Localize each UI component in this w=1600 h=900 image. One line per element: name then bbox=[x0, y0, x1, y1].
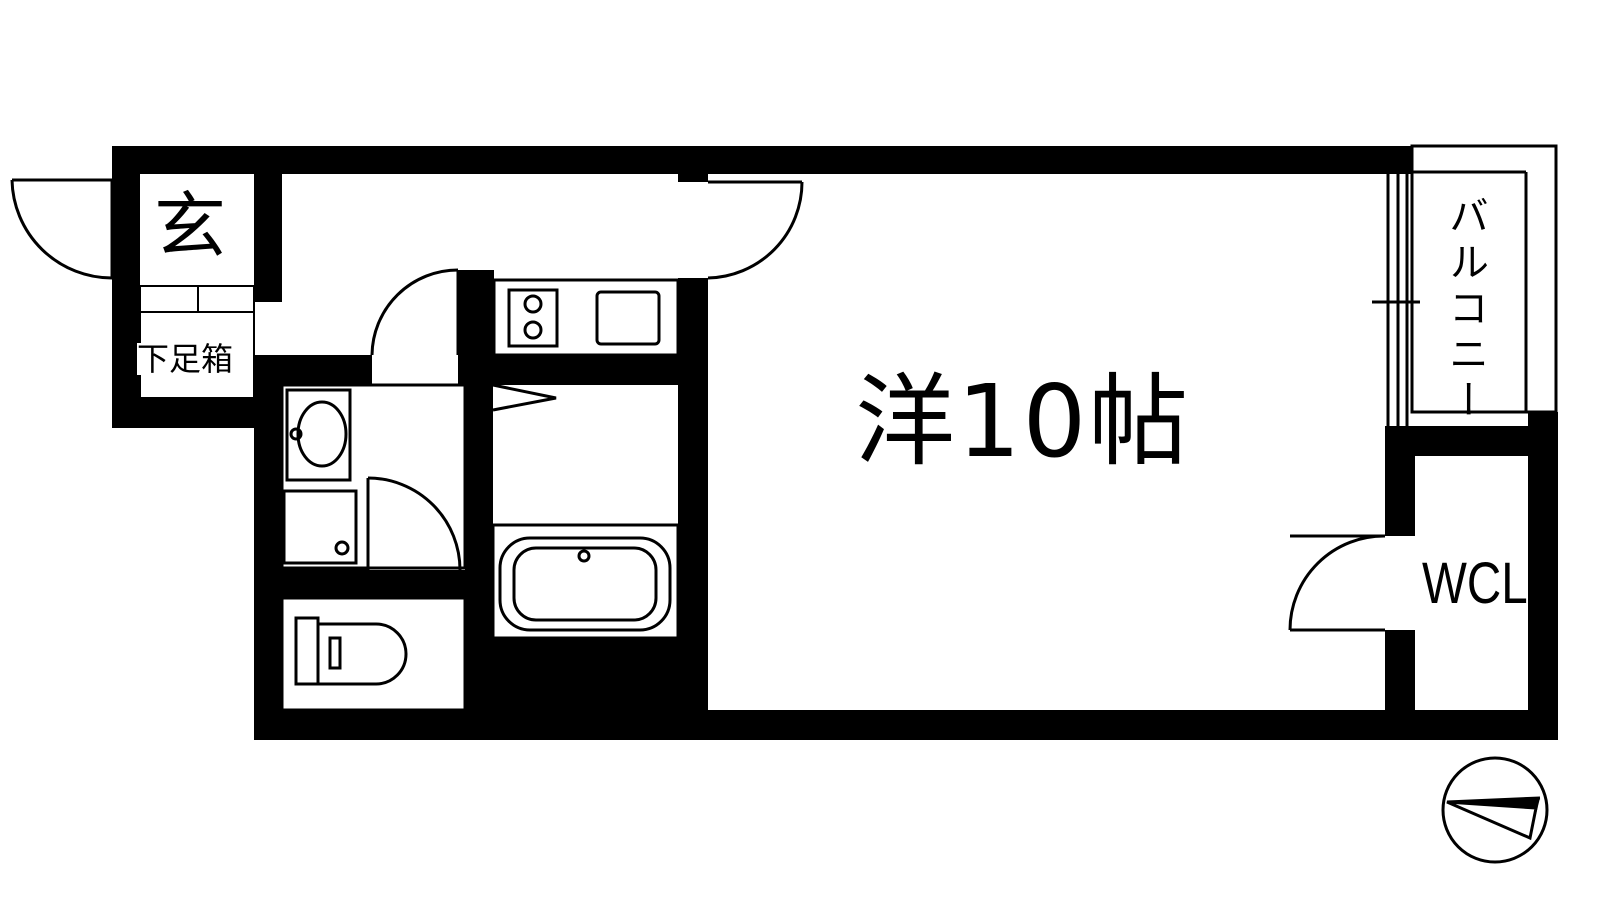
door-swing-icon bbox=[10, 178, 1386, 632]
sink-icon bbox=[595, 290, 661, 346]
washroom bbox=[280, 383, 467, 570]
entrance-label: 玄 bbox=[154, 184, 227, 268]
balcony-outline bbox=[1372, 144, 1558, 426]
washbasin-icon bbox=[285, 388, 352, 482]
walls bbox=[112, 146, 1558, 740]
closet-label: WCL bbox=[1422, 551, 1528, 616]
stove-icon bbox=[507, 288, 559, 348]
main-room-label: 洋10帖 bbox=[855, 363, 1191, 480]
balcony-label: バルコニー bbox=[1442, 195, 1488, 425]
kitchen bbox=[492, 278, 680, 357]
washing-machine-pan-icon bbox=[282, 489, 358, 565]
compass-icon bbox=[1441, 756, 1549, 864]
shoe-box-label: 下足箱 bbox=[137, 340, 234, 378]
toilet-icon bbox=[280, 596, 467, 712]
bathtub-icon bbox=[491, 523, 680, 640]
